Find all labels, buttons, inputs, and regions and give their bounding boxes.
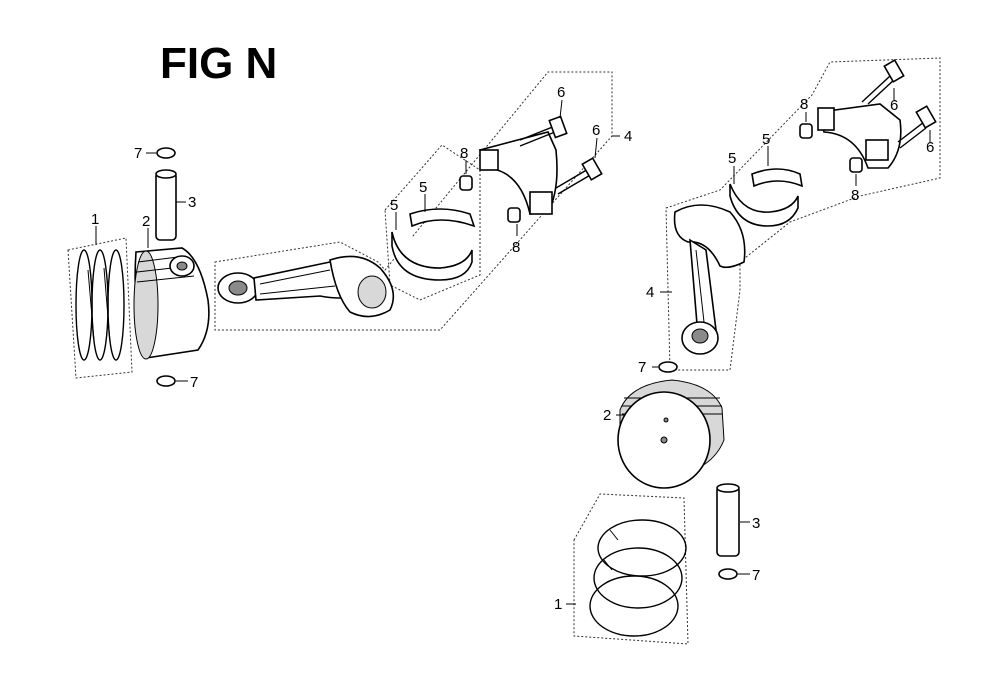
callout-7: 7 [134,145,142,162]
callout-2: 2 [603,407,611,424]
callout-8: 8 [851,187,859,204]
callout-8: 8 [460,145,468,162]
dowel-pin [459,175,473,191]
dowel-pin [507,207,521,223]
callout-6: 6 [890,97,898,114]
connecting-rod [673,204,746,355]
dowel-pin [799,123,813,139]
piston-pin-clip [156,147,176,159]
callout-8: 8 [800,96,808,113]
piston-pin-clip [718,568,738,580]
callout-4: 4 [646,284,654,301]
wrist-pin [155,169,177,241]
bearing-frame [384,144,481,301]
callout-5: 5 [390,197,398,214]
rod-cap [817,103,902,169]
right-assembly: 4 5 5 6 6 8 8 7 2 3 7 1 [554,57,941,645]
piston-pin-clip [658,361,678,373]
upper-connecting-rod-assembly: 4 5 5 6 6 8 8 [214,71,632,331]
rod-bolt [519,115,568,147]
rod-bolt [861,59,905,105]
bearing-shell-upper [391,231,473,281]
rod-assembly-frame [214,71,613,331]
rod-bolt [897,105,937,149]
callout-7: 7 [638,359,646,376]
callout-3: 3 [752,515,760,532]
callout-1: 1 [91,211,99,228]
rod-bolt [555,157,603,195]
callout-6: 6 [557,84,565,101]
dowel-pin [849,157,863,173]
rod-cap [478,131,558,215]
callout-7: 7 [190,374,198,391]
wrist-pin [716,483,740,557]
callout-5: 5 [728,150,736,167]
piston-ring-set [75,249,125,361]
left-assembly: 1 2 3 7 7 [67,145,210,391]
callout-1: 1 [554,596,562,613]
figure-title: FIG N [160,39,277,88]
callout-7: 7 [752,567,760,584]
ring-set-frame [573,493,689,645]
bearing-shell-upper [751,168,804,188]
piston-ring-set [589,519,687,637]
rod-assembly-frame [665,57,941,371]
callout-8: 8 [512,239,520,256]
callout-2: 2 [142,213,150,230]
callout-5: 5 [762,131,770,148]
piston-front [617,379,725,489]
piston-pin-clip [156,375,176,387]
callout-6: 6 [592,122,600,139]
callout-3: 3 [188,194,196,211]
bearing-shell-lower [409,208,476,228]
piston-side [133,247,210,360]
callout-4: 4 [624,128,632,145]
ring-set-frame [67,237,133,379]
bearing-shell-lower [729,183,799,227]
connecting-rod [217,255,395,318]
callout-6: 6 [926,139,934,156]
callout-5: 5 [419,179,427,196]
